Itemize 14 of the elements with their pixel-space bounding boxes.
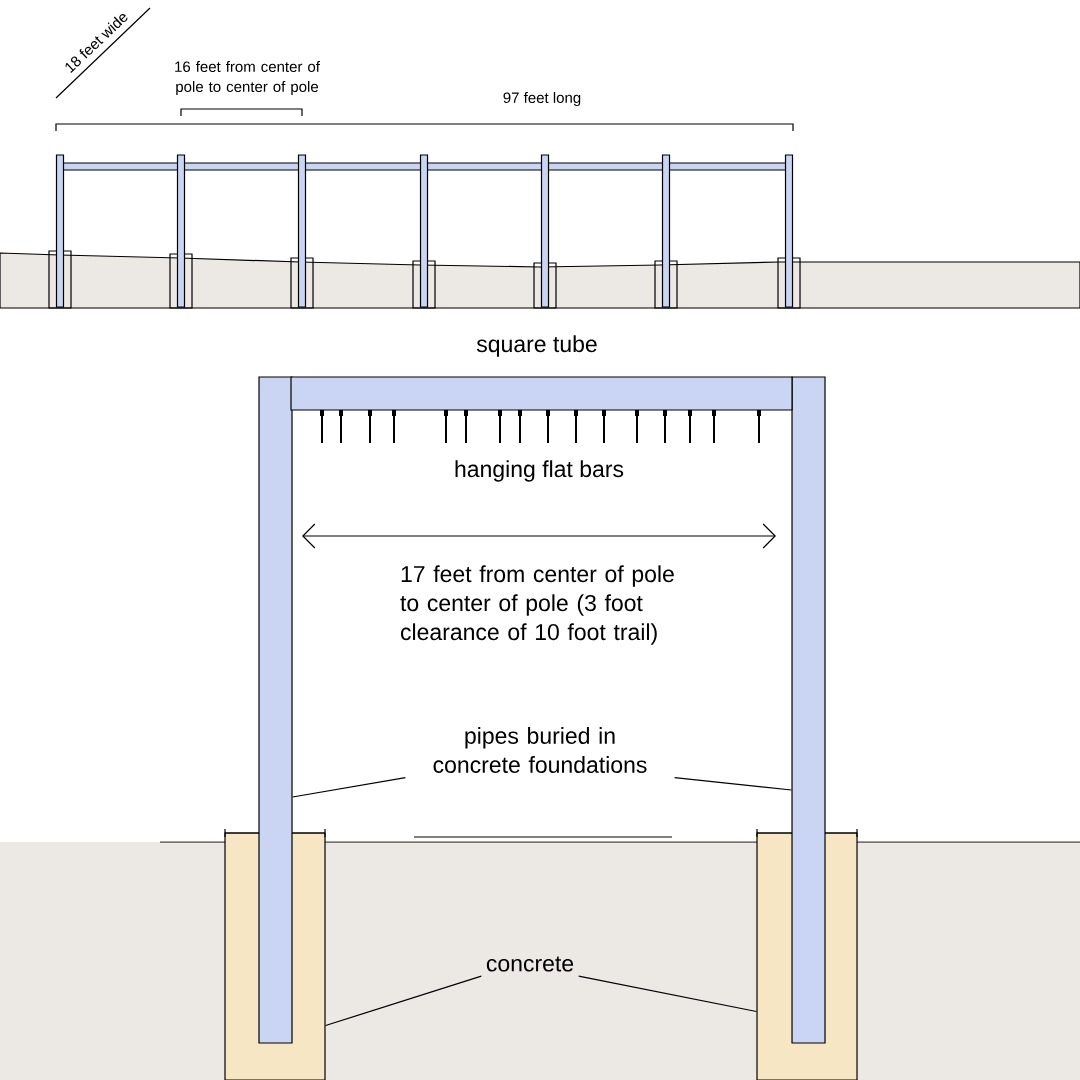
part-label: pipes buried in concrete foundations	[433, 727, 647, 773]
dimension-label: 97 feet long	[503, 92, 581, 106]
leader-line	[578, 975, 757, 1013]
leader-line	[292, 776, 406, 798]
leader-line	[674, 776, 792, 791]
dimension-label: 18 feet wide	[65, 14, 128, 73]
pole	[791, 376, 826, 1044]
part-label: hanging flat bars	[455, 460, 624, 482]
dimension-label: 17 feet from center of pole to center of pole (3 foot clearance of 10 foot trail)	[400, 565, 674, 645]
leader-line	[325, 975, 482, 1027]
dimension-label: 16 feet from center of pole to center of pole	[175, 61, 320, 95]
pole	[258, 376, 293, 1044]
part-label: square tube	[476, 335, 597, 357]
part-label: concrete	[486, 956, 574, 972]
